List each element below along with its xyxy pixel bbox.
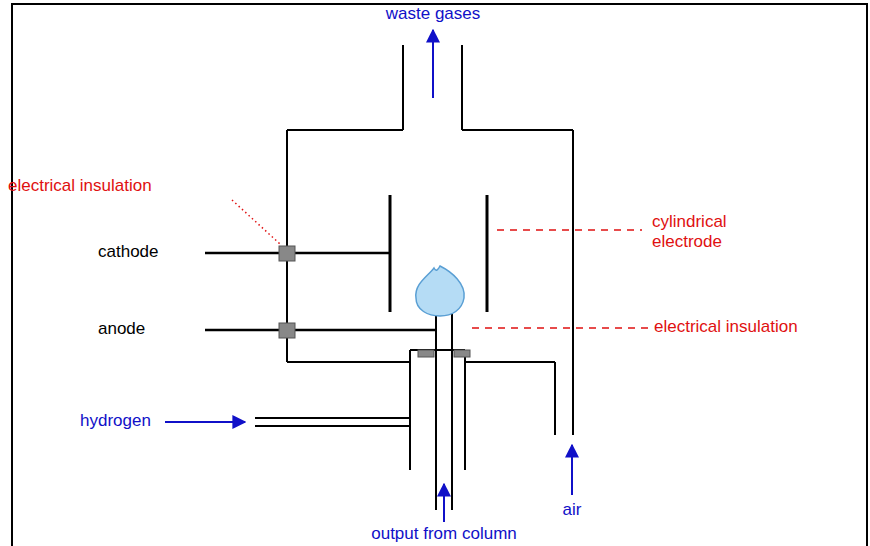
leader-lines <box>232 200 648 328</box>
electrode-label: anode <box>98 319 145 339</box>
part-label: electrical insulation <box>8 176 152 196</box>
flame <box>416 266 464 316</box>
detector-housing <box>255 45 573 510</box>
electrode-wires <box>205 253 436 330</box>
frame <box>12 4 867 546</box>
flow-label: waste gases <box>386 4 481 24</box>
insulators <box>279 246 470 357</box>
part-label: cylindrical electrode <box>652 212 792 253</box>
part-label: electrical insulation <box>654 317 798 337</box>
flow-label: output from column <box>371 524 517 544</box>
flow-label: air <box>563 500 582 520</box>
electrode-label: cathode <box>98 242 159 262</box>
flow-label: hydrogen <box>80 411 151 431</box>
flow-arrows <box>165 30 572 522</box>
